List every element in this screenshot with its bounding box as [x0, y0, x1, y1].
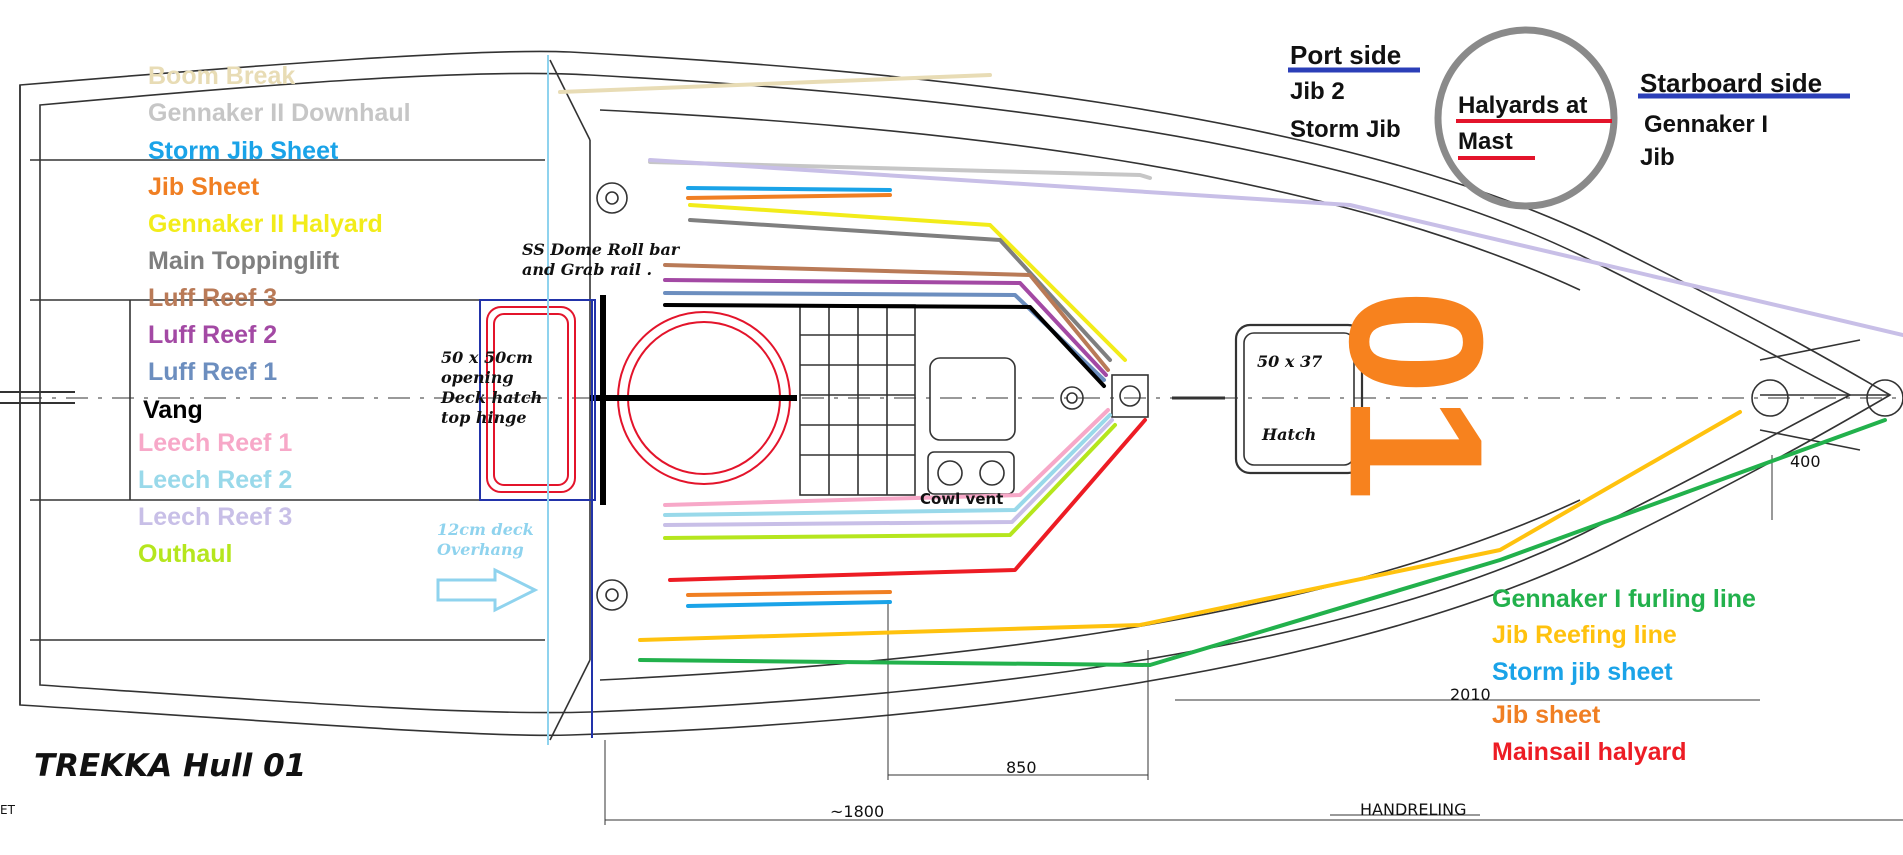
dimension-850: 850 — [1006, 758, 1037, 777]
port-side-item: Jib 2 — [1290, 78, 1345, 105]
rope-line — [558, 73, 992, 94]
rope-line — [648, 158, 1903, 337]
legend-item: Luff Reef 3 — [148, 284, 278, 312]
port-side-item: Storm Jib — [1290, 116, 1401, 143]
port-side-title: Port side — [1290, 40, 1402, 70]
rope-line — [668, 418, 1147, 582]
mast-circle-line2: Mast — [1458, 128, 1513, 155]
dome-note: SS Dome Roll bar and Grab rail . — [522, 240, 680, 279]
rope-line — [648, 160, 1152, 180]
legend-item: Jib Sheet — [148, 173, 260, 201]
rope-line — [686, 590, 892, 597]
overhang-arrow — [436, 567, 539, 613]
legend-item: Gennaker II Halyard — [148, 210, 383, 238]
rope-line — [663, 263, 1110, 372]
dimension-1800: ~1800 — [830, 802, 885, 821]
legend-item: Jib Reefing line — [1492, 621, 1677, 649]
legend-item: Leech Reef 2 — [138, 466, 293, 494]
legend-item: Outhaul — [138, 540, 233, 568]
deck-hatch-frame — [479, 299, 596, 501]
rope-line — [663, 418, 1114, 527]
rope-line — [686, 193, 892, 200]
rope-line — [638, 410, 1742, 642]
overhang-note: 12cm deck Overhang — [437, 520, 534, 559]
legend-item: Gennaker I furling line — [1492, 585, 1756, 613]
legend-item: Leech Reef 1 — [138, 429, 293, 457]
starboard-side-item: Jib — [1640, 144, 1675, 171]
rope-line — [663, 278, 1108, 377]
cowl-vent-label: Cowl vent — [920, 490, 1004, 508]
rope-line — [688, 218, 1112, 362]
rope-line — [663, 413, 1112, 517]
legend-item: Jib sheet — [1492, 701, 1601, 729]
rope-line — [663, 423, 1117, 540]
handreling-label: HANDRELING — [1360, 800, 1467, 819]
front-hatch-label: Hatch — [1262, 425, 1317, 444]
legend-item: Luff Reef 1 — [148, 358, 278, 386]
mast-circle-line1: Halyards at — [1458, 92, 1588, 119]
edge-text: ET — [0, 803, 15, 817]
rope-line — [688, 203, 1127, 362]
front-hatch-size: 50 x 37 — [1257, 352, 1323, 371]
dimension-2010: 2010 — [1450, 685, 1491, 704]
rope-line — [686, 600, 892, 608]
rope-line — [663, 303, 1106, 388]
hull-number: 01 — [1309, 289, 1522, 501]
rope-line — [663, 408, 1110, 507]
rope-line — [686, 186, 892, 192]
rope-line — [638, 418, 1887, 667]
drawing-title: TREKKA Hull 01 — [34, 748, 307, 784]
legend-item: Gennaker II Downhaul — [148, 99, 411, 127]
legend-item: Main Toppinglift — [148, 247, 340, 275]
legend-item: Boom Break — [148, 62, 296, 90]
legend-item: Storm jib sheet — [1492, 658, 1673, 686]
legend-item: Leech Reef 3 — [138, 503, 293, 531]
mast-circle-outline — [1434, 26, 1618, 210]
legend-item: Luff Reef 2 — [148, 321, 278, 349]
legend-item: Storm Jib Sheet — [148, 137, 339, 165]
deck-hatch-note: 50 x 50cm opening Deck hatch top hinge — [441, 348, 543, 427]
dimension-400: 400 — [1790, 452, 1821, 471]
starboard-side-item: Gennaker I — [1644, 111, 1769, 138]
legend-item: Mainsail halyard — [1492, 738, 1687, 766]
legend-item: Vang — [143, 396, 203, 424]
starboard-side-title: Starboard side — [1640, 68, 1823, 98]
